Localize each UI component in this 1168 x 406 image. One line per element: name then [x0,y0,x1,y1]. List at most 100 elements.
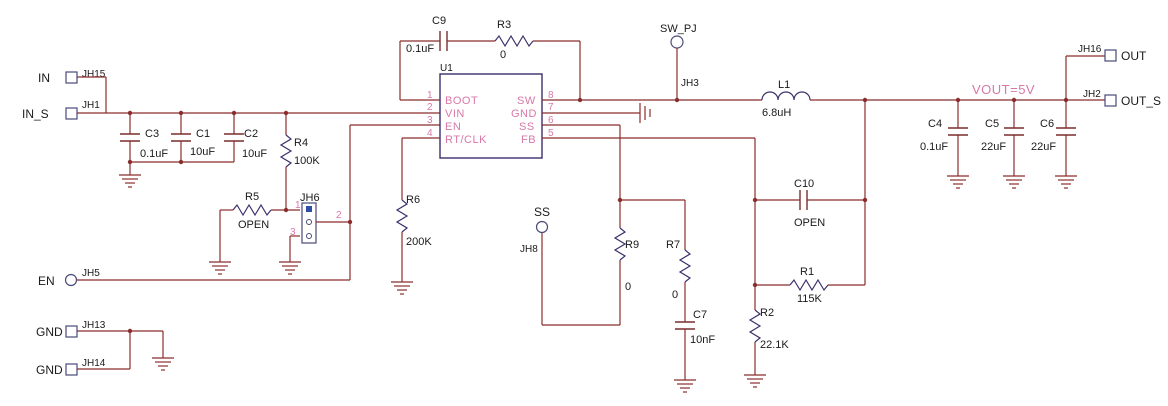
jumper-jh8-label: JH8 [520,244,538,255]
c2-value: 10uF [242,148,267,160]
port-out-s-terminal[interactable] [1104,94,1117,107]
r4-value: 100K [294,155,320,167]
port-en-label: EN [38,274,55,288]
resistor-r3 [494,34,534,48]
port-ss-label: SS [534,205,550,219]
l1-ref: L1 [778,79,790,91]
r7-ref: R7 [666,239,680,251]
ic-pin3-name: EN [445,121,461,133]
ic-pin5-num: 5 [548,128,554,139]
port-in-terminal[interactable] [65,71,78,84]
r2-value: 22.1K [760,339,789,351]
r1-ref: R1 [800,266,814,278]
port-ss-terminal[interactable] [535,220,549,234]
ic-pin8-num: 8 [548,90,554,101]
resistor-r2 [748,309,762,343]
l1-value: 6.8uH [762,107,791,119]
r2-ref: R2 [760,307,774,319]
jumper-jh2-label: JH2 [1083,89,1101,100]
ic-pin7-name: GND [511,108,537,120]
c5-ref: C5 [985,118,999,130]
c10-value: OPEN [794,217,825,229]
jumper-jh15-label: JH15 [82,69,106,80]
c7-ref: C7 [693,309,707,321]
c5-value: 22uF [981,141,1006,153]
r9-ref: R9 [625,239,639,251]
r6-ref: R6 [406,194,420,206]
resistor-r6 [395,199,409,233]
r3-value: 0 [500,49,506,61]
ic-pin4-name: RT/CLK [445,134,487,146]
chassis-ground-symbol [639,103,651,123]
capacitor-c4 [948,100,968,176]
port-en-terminal[interactable] [64,273,78,287]
capacitor-c10 [799,190,808,210]
jumper-jh6-shunt [306,206,312,212]
port-in-s-label: IN_S [22,107,49,121]
port-gnd1-terminal[interactable] [65,325,78,338]
ground-symbol-jh6 [279,261,301,275]
port-out-s-label: OUT_S [1121,94,1161,108]
jh6-pin3: 3 [290,227,296,238]
port-sw-pj-label: SW_PJ [660,23,697,35]
ground-symbol-r2 [744,374,766,388]
resistor-r4 [279,134,293,168]
r6-value: 200K [406,236,432,248]
c1-ref: C1 [196,128,210,140]
r9-value: 0 [625,281,631,293]
ic-pin1-name: BOOT [445,95,478,107]
c9-ref: C9 [432,15,446,27]
port-out-label: OUT [1121,49,1147,63]
jumper-jh5-label: JH5 [82,268,100,279]
ic-pin2-name: VIN [445,108,465,120]
ic-pin4-num: 4 [427,128,433,139]
port-gnd2-label: GND [36,363,63,377]
ground-symbol-r5 [209,261,231,275]
c10-ref: C10 [794,178,814,190]
resistor-r7 [678,249,692,283]
ground-symbol-c7 [674,379,696,393]
c6-value: 22uF [1031,141,1056,153]
port-gnd1-label: GND [36,325,63,339]
r4-ref: R4 [294,137,308,149]
resistor-r1 [789,278,829,292]
c4-value: 0.1uF [920,141,948,153]
c7-value: 10nF [690,334,715,346]
jumper-jh1-label: JH1 [82,100,100,111]
jumper-jh6-label: JH6 [300,192,320,204]
c4-ref: C4 [928,118,942,130]
capacitor-c2 [224,113,244,162]
inductor-l1 [761,91,811,101]
ground-symbol-r6 [391,281,413,295]
ic-u1-ref: U1 [440,63,453,74]
port-gnd2-terminal[interactable] [65,363,78,376]
c9-value: 0.1uF [406,43,434,55]
port-in-s-terminal[interactable] [65,107,78,120]
ic-pin3-num: 3 [427,115,433,126]
capacitor-c3 [120,113,140,162]
ic-u1-body [439,73,543,159]
port-sw-pj-terminal[interactable] [670,35,684,49]
port-in-label: IN [38,71,50,85]
ic-pin6-name: SS [519,121,535,133]
capacitor-c5 [1004,100,1024,176]
c6-ref: C6 [1040,118,1054,130]
ground-symbol-gnd-ports [152,357,174,371]
jh6-pin2: 2 [336,210,342,221]
port-out-terminal[interactable] [1104,49,1117,62]
ic-pin8-name: SW [517,95,536,107]
r1-value: 115K [797,293,823,305]
resistor-r5 [232,203,272,217]
capacitor-c1 [171,113,191,162]
capacitor-c9 [439,31,448,51]
capacitor-c6 [1056,100,1076,176]
c3-ref: C3 [145,128,159,140]
vout-label: VOUT=5V [972,82,1035,97]
jumper-jh13-label: JH13 [82,320,106,331]
jumper-jh16-label: JH16 [1078,44,1102,55]
c3-value: 0.1uF [140,148,168,160]
capacitor-c7 [675,321,695,330]
ic-pin2-num: 2 [427,102,433,113]
ground-symbol-c6 [1055,175,1077,189]
